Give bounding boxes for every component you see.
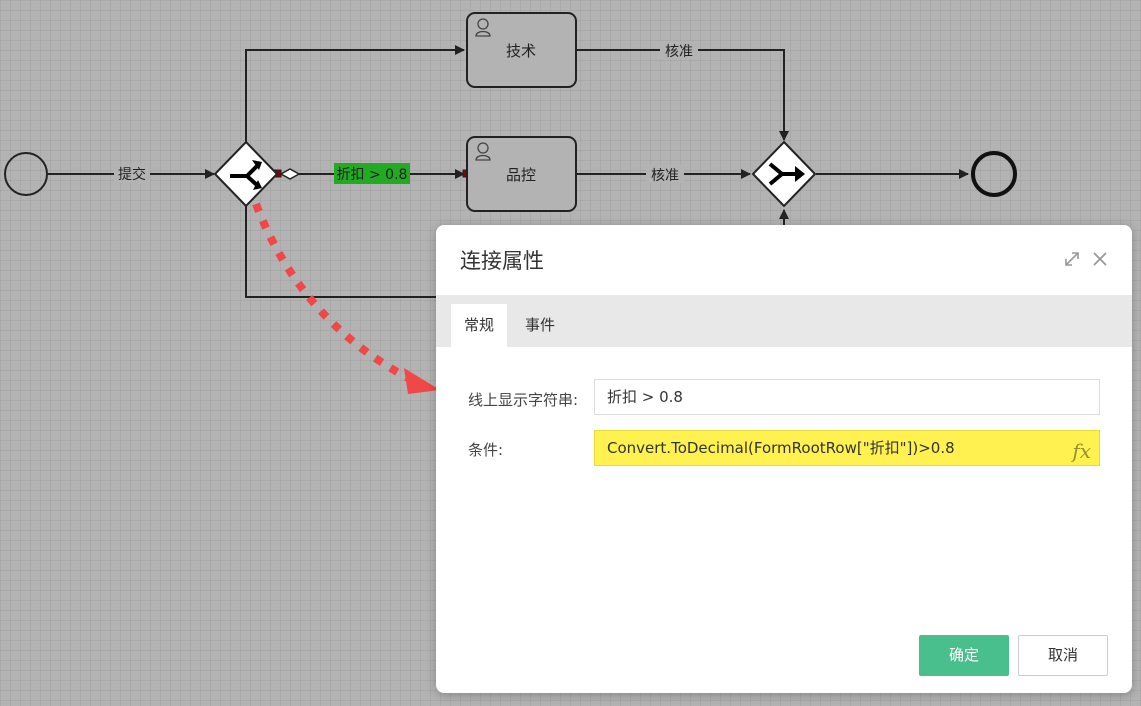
annotation-arrowhead xyxy=(404,368,440,394)
flow-tech-approve[interactable] xyxy=(576,49,789,141)
flow-to-tech[interactable] xyxy=(245,45,465,142)
close-icon[interactable] xyxy=(1090,249,1110,269)
dialog-title: 连接属性 xyxy=(460,249,544,273)
user-icon xyxy=(475,18,491,37)
connection-properties-dialog: 连接属性 常规 事件 线上显示字符串: 折扣 > 0.8 条件: Convert… xyxy=(436,225,1132,693)
merge-gateway[interactable] xyxy=(751,140,817,208)
condition-label: 条件: xyxy=(468,441,504,459)
condition-value: Convert.ToDecimal(FormRootRow["折扣"])>0.8 xyxy=(607,439,955,457)
expand-icon[interactable] xyxy=(1062,249,1082,269)
end-event[interactable] xyxy=(971,151,1017,197)
cancel-button[interactable]: 取消 xyxy=(1018,635,1108,676)
task-label-tech: 技术 xyxy=(506,42,536,60)
tab-events[interactable]: 事件 xyxy=(524,316,555,334)
fx-icon[interactable]: fx xyxy=(1072,439,1091,463)
flow-label-approve-mid: 核准 xyxy=(651,168,679,184)
user-icon xyxy=(475,142,491,161)
task-tech[interactable]: 技术 xyxy=(466,12,577,88)
flow-label-submit: 提交 xyxy=(118,166,146,183)
split-gateway[interactable] xyxy=(213,140,279,208)
ok-button[interactable]: 确定 xyxy=(919,635,1009,676)
dialog-tabs: 常规 事件 xyxy=(436,295,1132,347)
tab-general[interactable]: 常规 xyxy=(451,304,507,347)
task-label-qc: 品控 xyxy=(506,166,536,184)
display-string-input[interactable]: 折扣 > 0.8 xyxy=(594,379,1100,415)
flow-label-approve-top: 核准 xyxy=(665,44,693,60)
display-string-label: 线上显示字符串: xyxy=(468,391,579,409)
annotation-arrow xyxy=(252,202,410,382)
task-qc[interactable]: 品控 xyxy=(466,136,577,212)
condition-input[interactable]: Convert.ToDecimal(FormRootRow["折扣"])>0.8… xyxy=(594,430,1100,466)
flow-bottom[interactable] xyxy=(245,206,440,298)
flow-label-condition[interactable]: 折扣 > 0.8 xyxy=(337,167,408,183)
flow-source-diamond xyxy=(279,168,301,180)
dialog-header: 连接属性 xyxy=(436,225,1132,295)
start-event[interactable] xyxy=(4,152,48,196)
condition-label-highlight xyxy=(334,163,410,184)
